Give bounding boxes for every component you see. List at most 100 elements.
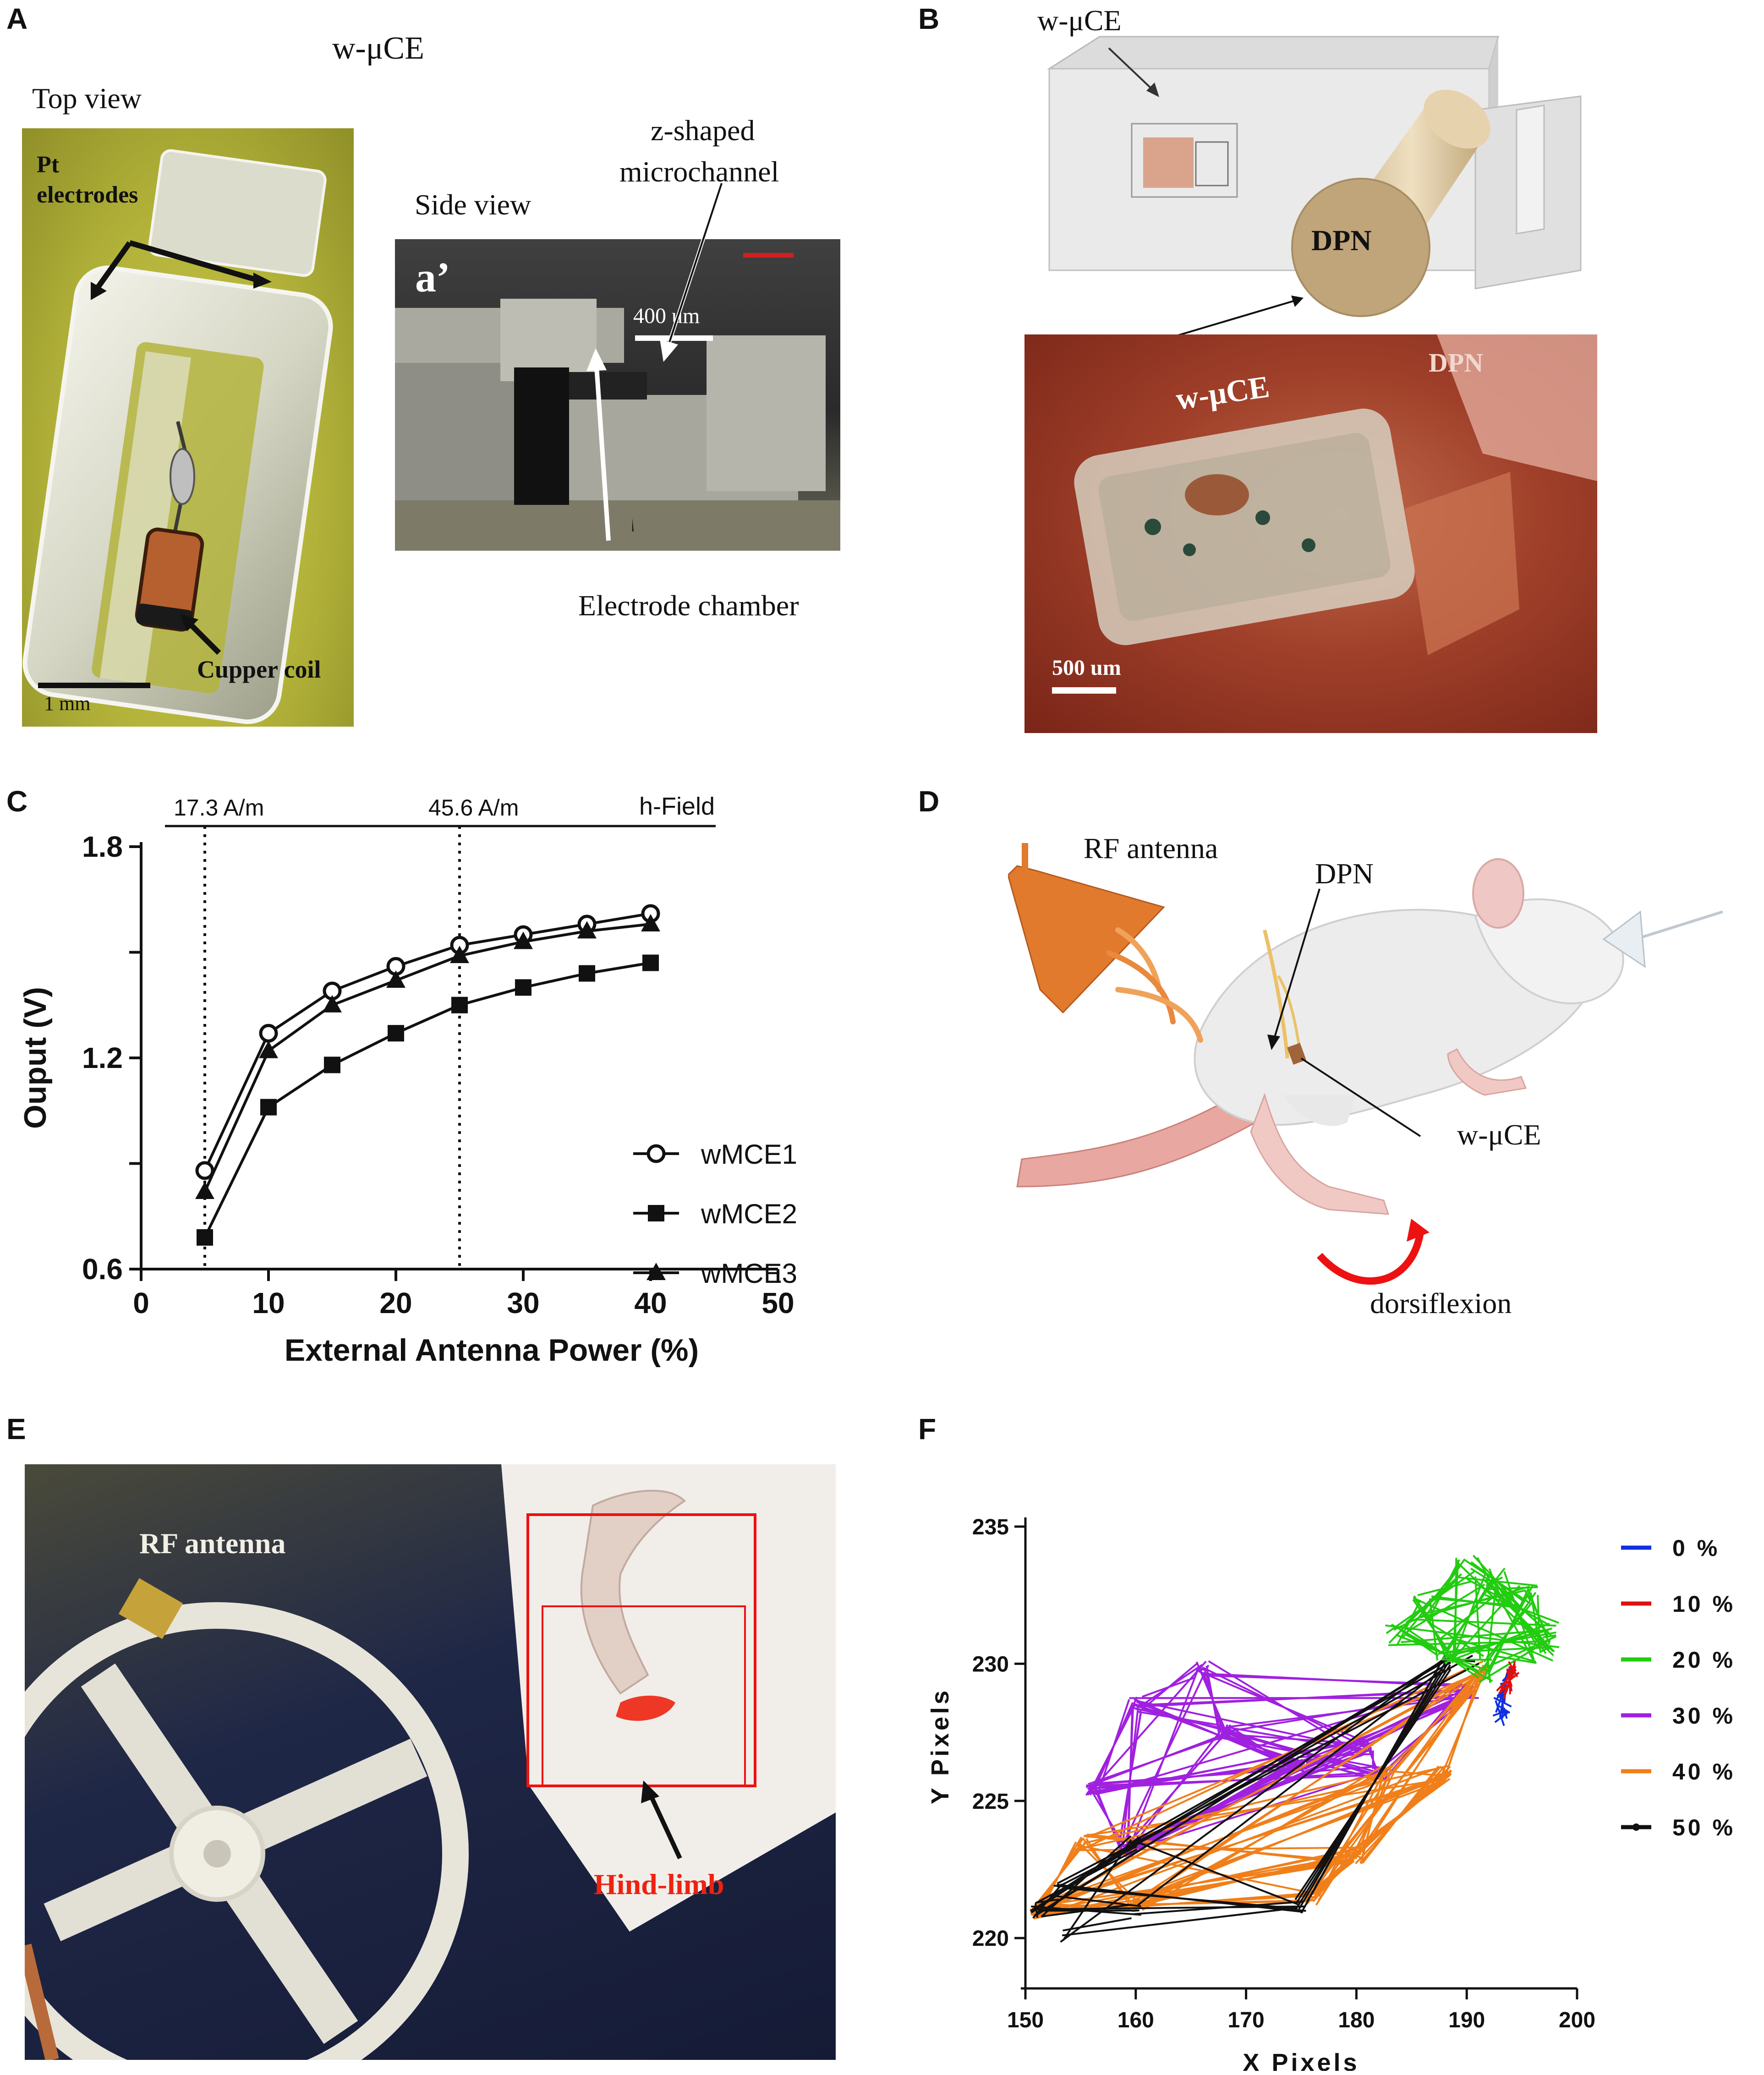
photo-hind-limb-label: Hind-limb bbox=[594, 1868, 724, 1900]
data-point bbox=[515, 979, 531, 996]
series-line bbox=[203, 923, 651, 1193]
rat-dpn-label: DPN bbox=[1315, 857, 1374, 890]
trajectory-segment bbox=[1083, 1771, 1387, 1845]
trajectory-segment bbox=[1413, 1597, 1554, 1662]
data-point bbox=[579, 965, 595, 982]
trajectory-segment bbox=[1041, 1904, 1131, 1918]
trajectory-segment bbox=[1030, 1840, 1088, 1912]
y-tick-label: 235 bbox=[972, 1515, 1009, 1539]
trajectory-segment bbox=[1129, 1661, 1452, 1845]
trajectory-segment bbox=[1053, 1894, 1141, 1907]
data-point bbox=[195, 1181, 214, 1199]
y-tick-label: 230 bbox=[972, 1652, 1009, 1676]
trajectory-segment bbox=[1042, 1850, 1350, 1916]
data-point bbox=[642, 954, 659, 971]
data-point bbox=[388, 1025, 404, 1042]
legend-marker bbox=[1633, 1823, 1640, 1831]
trajectory-segment bbox=[1496, 1655, 1537, 1664]
rat-illustration bbox=[1008, 843, 1723, 1285]
panel-label-b: B bbox=[918, 2, 940, 35]
trajectory-segment bbox=[1087, 1660, 1207, 1796]
y-tick-label: 0.6 bbox=[82, 1253, 123, 1286]
trajectory-segment bbox=[1062, 1907, 1298, 1937]
trajectory-segment bbox=[1440, 1647, 1449, 1653]
electrode-chamber-label: Electrode chamber bbox=[578, 589, 799, 622]
panel-a-side-view-label: Side view bbox=[415, 188, 531, 221]
trajectory-segment bbox=[1445, 1667, 1483, 1775]
rat-wmce-label: w-μCE bbox=[1457, 1118, 1541, 1151]
top-scale-bar-label: 1 mm bbox=[44, 692, 91, 715]
trajectory-segment bbox=[1127, 1766, 1299, 1850]
trajectory-segment bbox=[1032, 1905, 1306, 1911]
data-point bbox=[514, 931, 533, 949]
series-line bbox=[203, 961, 651, 1238]
panel-label-e: E bbox=[6, 1413, 26, 1445]
trajectory-segment bbox=[1306, 1666, 1440, 1902]
cad-wmce-label: w-μCE bbox=[1037, 4, 1122, 37]
x-tick-label: 200 bbox=[1559, 2008, 1595, 2032]
trajectory-series-50% bbox=[1030, 1654, 1479, 1943]
x-tick-label: 150 bbox=[1007, 2008, 1044, 2032]
device-top-view-drawing bbox=[22, 149, 333, 724]
trajectory-segment bbox=[1131, 1706, 1229, 1731]
side-view-photo: a’ 400 um bbox=[395, 239, 840, 551]
panel-label-c: C bbox=[6, 785, 28, 818]
data-point bbox=[450, 946, 469, 964]
x-tick-label: 170 bbox=[1228, 2008, 1265, 2032]
x-axis-label: X Pixels bbox=[1243, 2049, 1359, 2071]
data-point bbox=[259, 1024, 278, 1043]
trajectory-segment bbox=[1502, 1683, 1510, 1699]
trajectory-segment bbox=[1524, 1590, 1531, 1601]
implant-photo: w-μCE DPN 500 um bbox=[1024, 334, 1597, 733]
top-annotation-label: 17.3 A/m bbox=[174, 795, 264, 821]
series-line bbox=[203, 912, 651, 1172]
trajectory-segment bbox=[1134, 1900, 1303, 1915]
trajectory-segment bbox=[1396, 1599, 1422, 1646]
trajectory-segment bbox=[1118, 1712, 1142, 1843]
trajectory-segment bbox=[1057, 1663, 1479, 1884]
panel-label-d: D bbox=[918, 785, 940, 818]
cupper-coil-label: Cupper coil bbox=[197, 656, 321, 683]
data-point bbox=[324, 1057, 340, 1073]
trajectory-segment bbox=[1132, 1836, 1139, 1848]
data-point bbox=[577, 921, 597, 939]
trajectory-segment bbox=[1094, 1708, 1134, 1784]
trajectory-segment bbox=[1088, 1774, 1382, 1787]
x-tick-label: 160 bbox=[1118, 2008, 1154, 2032]
y-axis-label: Ouput (V) bbox=[18, 987, 53, 1129]
trajectory-segment bbox=[1354, 1778, 1446, 1851]
trajectory-segment bbox=[1035, 1848, 1138, 1905]
trajectory-segment bbox=[1078, 1839, 1083, 1845]
cad-dpn-label: DPN bbox=[1311, 224, 1372, 257]
series-wMCE3 bbox=[195, 914, 660, 1199]
data-point bbox=[197, 1229, 213, 1246]
dpn-cylinder bbox=[1291, 89, 1490, 317]
x-tick-label: 180 bbox=[1338, 2008, 1375, 2032]
legend-marker bbox=[646, 1263, 666, 1280]
trajectory-segment bbox=[1427, 1621, 1485, 1657]
trajectory-segment bbox=[1063, 1917, 1132, 1932]
x-tick-label: 10 bbox=[252, 1287, 285, 1319]
trajectory-segment bbox=[1487, 1589, 1529, 1675]
rat-rf-antenna-label: RF antenna bbox=[1084, 832, 1218, 865]
panel-label-a: A bbox=[6, 2, 28, 35]
y-tick-label: 1.2 bbox=[82, 1041, 123, 1074]
trajectory-segment bbox=[1205, 1672, 1221, 1730]
side-scale-bar bbox=[635, 335, 713, 341]
trajectory-segment bbox=[1297, 1753, 1372, 1758]
side-view-arrows bbox=[632, 182, 723, 531]
electrode-chamber-arrow bbox=[586, 348, 611, 541]
trajectory-segment bbox=[1360, 1765, 1386, 1864]
top-view-photo: Pt electrodes Cupper coil 1 mm bbox=[22, 128, 354, 727]
trajectory-segment bbox=[1431, 1597, 1519, 1607]
series-wMCE2 bbox=[197, 954, 659, 1246]
panel-label-f: F bbox=[918, 1413, 937, 1445]
photo-dpn-label: DPN bbox=[1429, 348, 1484, 378]
photo-rf-antenna-label: RF antenna bbox=[139, 1527, 286, 1560]
data-point bbox=[451, 996, 468, 1013]
trajectory-segment bbox=[1507, 1669, 1513, 1692]
trajectory-segment bbox=[1530, 1592, 1542, 1653]
pt-electrodes-label-2: electrodes bbox=[37, 182, 138, 208]
